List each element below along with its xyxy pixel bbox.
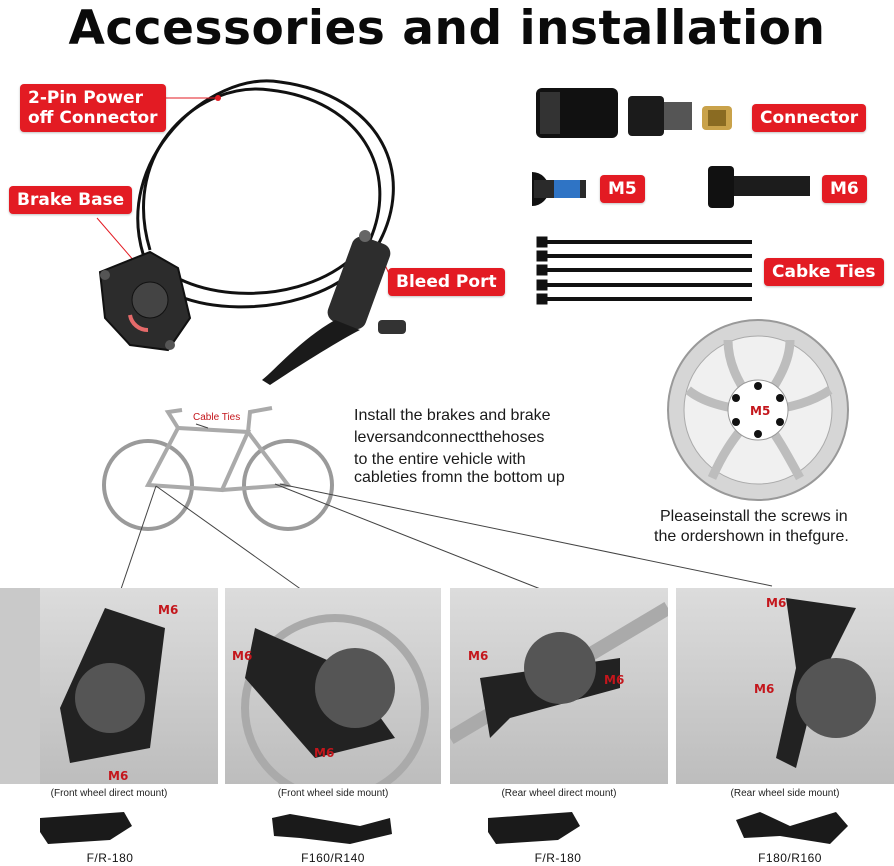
caliper-icon (98, 250, 192, 352)
mount-2-caption: (Front wheel side mount) (277, 788, 389, 799)
m6-bolt-icon (708, 166, 810, 208)
mount-4-m6-top: M6 (766, 596, 787, 610)
mount-photo-front-side (225, 588, 441, 784)
adapter-1-label: F/R-180 (86, 851, 134, 865)
connector-olive-icon (702, 106, 732, 130)
connector-nut-icon (628, 96, 692, 136)
adapter-2-label: F160/R140 (301, 851, 365, 865)
mount-photo-rear-direct (450, 588, 668, 784)
mount-1-caption: (Front wheel direct mount) (50, 788, 168, 799)
mount-3-caption: (Rear wheel direct mount) (501, 788, 617, 799)
adapter-3-label: F/R-180 (534, 851, 582, 865)
mount-3-m6-left: M6 (468, 649, 489, 663)
adapter-4-label: F180/R160 (758, 851, 822, 865)
mount-1-m6-bottom: M6 (108, 769, 129, 783)
brake-lever-icon (262, 230, 406, 385)
rotor-m5-label: M5 (750, 404, 771, 418)
cable-ties-note: Cable Ties (193, 412, 241, 423)
mount-2-m6-top: M6 (232, 649, 253, 663)
mount-1-m6-top: M6 (158, 603, 179, 617)
bleed-port-tag: Bleed Port (388, 268, 505, 296)
m5-bolt-icon (532, 172, 586, 206)
page-title: Accessories and installation (68, 1, 826, 56)
power-connector-tag: 2-Pin Power off Connector (20, 84, 166, 132)
adapter-f160-r140-icon (272, 814, 392, 844)
m6-tag: M6 (822, 175, 867, 203)
instruction-line-4: cableties fromn the bottom up (354, 469, 565, 486)
connector-cap-icon (536, 88, 618, 138)
adapter-f-r-180-rear-icon (488, 812, 580, 844)
cable-ties-tag: Cabke Ties (764, 258, 884, 286)
rotor-note-line-1: Pleaseinstall the screws in (660, 508, 848, 525)
mount-2-m6-bottom: M6 (314, 746, 335, 760)
rotor-note-line-2: the ordershown in thefgure. (654, 528, 849, 545)
instruction-line-3: to the entire vehicle with (354, 451, 526, 468)
mount-4-m6-middle: M6 (754, 682, 775, 696)
m5-tag: M5 (600, 175, 645, 203)
instruction-line-2: leversandconnectthehoses (354, 429, 545, 446)
adapter-f180-r160-icon (736, 812, 848, 844)
adapter-f-r-180-icon (40, 812, 132, 844)
mount-photo-rear-side (676, 588, 894, 784)
connector-tag: Connector (752, 104, 867, 132)
mount-photo-front-direct (0, 588, 218, 784)
mount-3-m6-right: M6 (604, 673, 625, 687)
mount-4-caption: (Rear wheel side mount) (730, 788, 840, 799)
instruction-line-1: Install the brakes and brake (354, 407, 551, 424)
cable-ties-icon (536, 236, 752, 305)
brake-base-tag: Brake Base (9, 186, 133, 214)
